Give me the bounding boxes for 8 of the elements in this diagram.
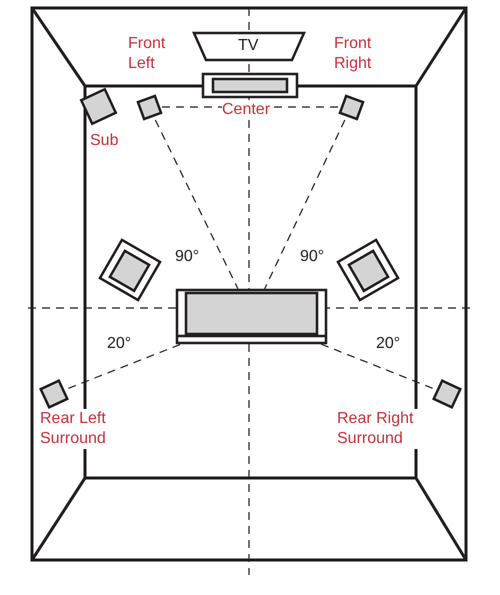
angle-label: 20° (376, 334, 400, 354)
sight-line (320, 343, 433, 389)
angle-label: 90° (300, 247, 324, 267)
sight-line (68, 343, 182, 389)
angle-label: 90° (175, 247, 200, 267)
angle-label: 20° (107, 334, 132, 354)
sight-line (154, 120, 239, 290)
sight-line (264, 120, 346, 290)
